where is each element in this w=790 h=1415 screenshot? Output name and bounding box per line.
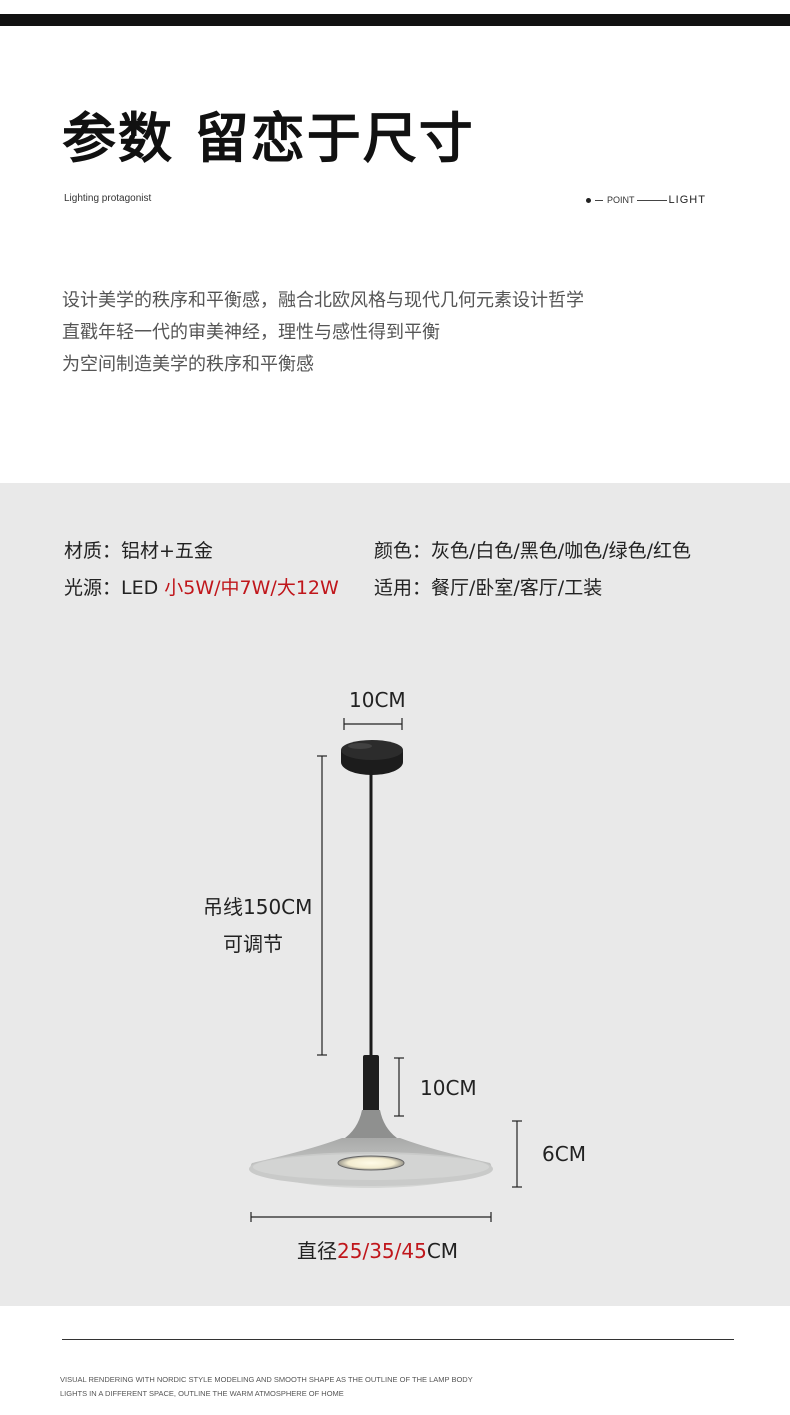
footer-line-1: VISUAL RENDERING WITH NORDIC STYLE MODEL… (60, 1375, 473, 1384)
light-source-options: 小5W/中7W/大12W (164, 577, 339, 599)
diameter-dimension-line (250, 1212, 492, 1222)
led-light-icon (337, 1155, 405, 1171)
stem-dimension-line (394, 1057, 404, 1117)
spec-usage: 适用：餐厅/卧室/客厅/工装 (374, 577, 603, 599)
canopy-width-label: 10CM (349, 688, 406, 712)
spec-material: 材质：铝材+五金 (64, 540, 213, 562)
footer-divider (62, 1339, 734, 1340)
footer-line-2: LIGHTS IN A DIFFERENT SPACE, OUTLINE THE… (60, 1389, 344, 1398)
canopy-dimension-line (343, 718, 403, 730)
cable-length-label: 吊线150CM (203, 895, 313, 919)
diameter-label: 直径25/35/45CM (297, 1235, 458, 1264)
spec-color: 颜色：灰色/白色/黑色/咖色/绿色/红色 (374, 540, 692, 562)
diameter-options: 25/35/45 (337, 1239, 427, 1263)
point-light-mark: POINT LIGHT (586, 194, 706, 206)
intro-line: 设计美学的秩序和平衡感，融合北欧风格与现代几何元素设计哲学 (62, 290, 584, 311)
lamp-shade (249, 1138, 493, 1188)
diameter-prefix: 直径 (297, 1239, 337, 1263)
point-label: POINT (607, 195, 635, 205)
shade-height-label: 6CM (542, 1142, 586, 1166)
intro-line: 为空间制造美学的秩序和平衡感 (62, 354, 314, 375)
dash-line (595, 199, 603, 201)
diameter-unit: CM (426, 1239, 459, 1263)
intro-line: 直戳年轻一代的审美神经，理性与感性得到平衡 (62, 322, 440, 343)
light-source-prefix: 光源：LED (64, 577, 165, 599)
page-title: 参数 留恋于尺寸 (62, 107, 475, 170)
spec-light-source: 光源：LED 小5W/中7W/大12W (64, 573, 339, 600)
ceiling-canopy (341, 740, 403, 775)
light-label: LIGHT (668, 194, 706, 206)
subtitle-english: Lighting protagonist (64, 193, 152, 204)
top-bar (0, 14, 790, 26)
cable-dimension-line (317, 755, 327, 1056)
lamp-stem (342, 1055, 400, 1140)
stem-height-label: 10CM (420, 1076, 477, 1100)
connector-line (636, 199, 667, 201)
cable-adjustable-label: 可调节 (223, 932, 283, 956)
dot-icon (586, 197, 591, 203)
intro-text: 设计美学的秩序和平衡感，融合北欧风格与现代几何元素设计哲学 直戳年轻一代的审美神… (62, 285, 584, 381)
shade-height-dimension-line (512, 1120, 522, 1188)
